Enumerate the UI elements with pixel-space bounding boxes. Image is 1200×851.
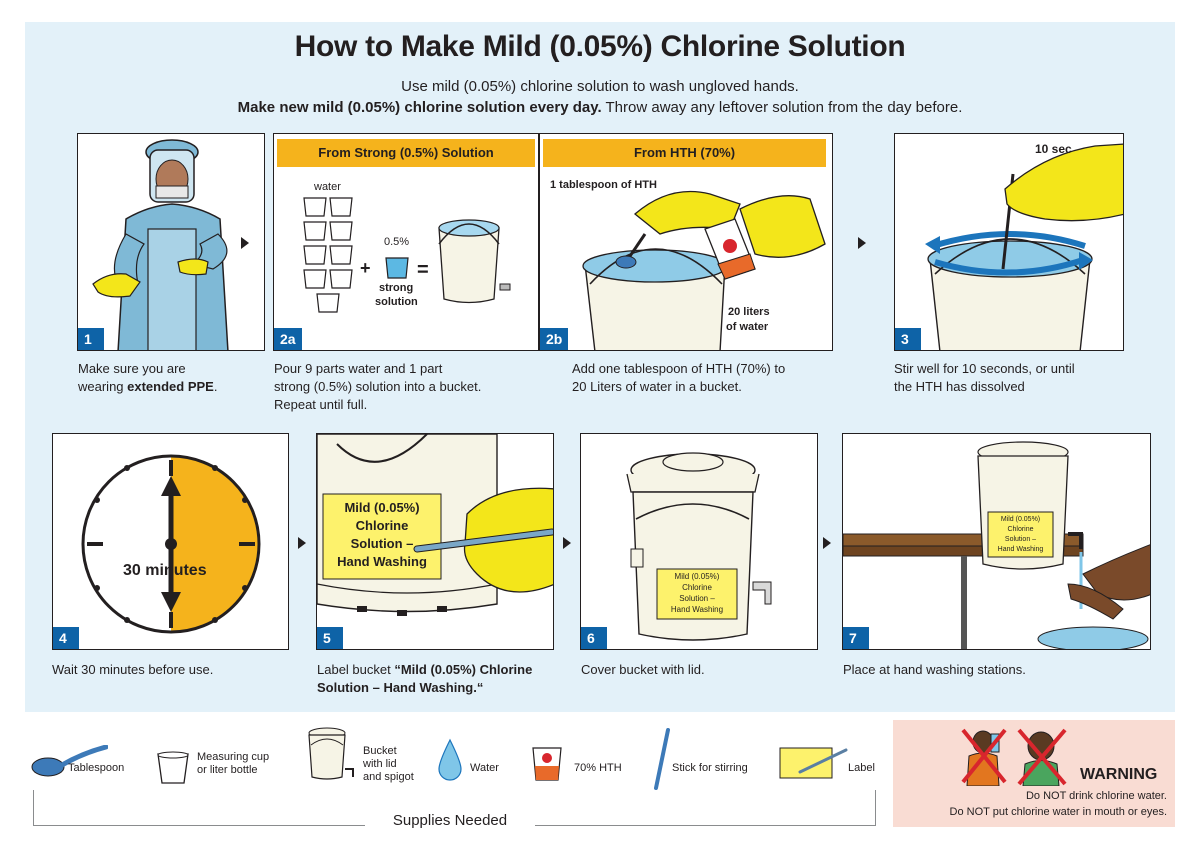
- label-line-4: Hand Washing: [670, 605, 724, 614]
- step-1-caption: Make sure you are wearing extended PPE.: [78, 361, 218, 394]
- strong-solution-label-1: strong: [379, 282, 414, 294]
- step-2a-panel: From Strong (0.5%) Solution water + = 0.…: [273, 133, 539, 351]
- band-strong-solution: From Strong (0.5%) Solution: [277, 139, 535, 167]
- water-drop-icon: [438, 738, 462, 781]
- arrow-right-icon: [563, 537, 571, 549]
- arrow-right-icon: [823, 537, 831, 549]
- svg-text:+: +: [360, 258, 371, 278]
- step-number: 1: [78, 328, 104, 350]
- strong-solution-label-2: solution: [375, 296, 418, 308]
- hand-washing-station-icon: [843, 441, 1150, 649]
- label-supply-label: Label: [848, 762, 875, 774]
- warning-line-1: Do NOT drink chlorine water.: [1025, 790, 1167, 802]
- warning-title: WARNING: [1080, 766, 1158, 783]
- tablespoon-hth-label: 1 tablespoon of HTH: [550, 179, 657, 191]
- step-1-panel: 1: [77, 133, 265, 351]
- label-line-4: Hand Washing: [997, 546, 1044, 553]
- label-line-1: Mild (0.05%): [344, 500, 420, 515]
- covered-bucket-icon: [626, 452, 772, 641]
- step-number: 5: [317, 627, 343, 649]
- svg-text:=: =: [417, 259, 429, 281]
- supplies-title: Supplies Needed: [365, 812, 535, 829]
- water-label: water: [314, 181, 341, 193]
- label-line-2: Chlorine: [682, 583, 712, 592]
- step-6-caption: Cover bucket with lid.: [581, 662, 705, 677]
- warning-box: WARNING Do NOT drink chlorine water. Do …: [893, 720, 1175, 827]
- band-hth: From HTH (70%): [543, 139, 826, 167]
- step-7-panel: Mild (0.05%) Chlorine Solution – Hand Wa…: [842, 433, 1151, 650]
- step-number: 7: [843, 627, 869, 649]
- step-number: 2b: [540, 328, 569, 350]
- step-6-panel: Mild (0.05%) Chlorine Solution – Hand Wa…: [580, 433, 818, 650]
- step-number: 6: [581, 627, 607, 649]
- adding-hth-icon: [582, 190, 826, 350]
- step-number: 4: [53, 627, 79, 649]
- arrow-right-icon: [858, 237, 866, 249]
- page-title: How to Make Mild (0.05%) Chlorine Soluti…: [294, 30, 906, 63]
- daily-rule: Make new mild (0.05%) chlorine solution …: [0, 99, 1200, 116]
- step-3-caption: Stir well for 10 seconds, or until the H…: [894, 361, 1075, 394]
- step-number: 2a: [274, 328, 302, 350]
- stir-stick-label: Stick for stirring: [672, 762, 748, 774]
- arrow-right-icon: [241, 237, 249, 249]
- measuring-cup-icon: [157, 751, 189, 784]
- step-5-panel: Mild (0.05%) Chlorine Solution – Hand Wa…: [316, 433, 554, 650]
- step-7-caption: Place at hand washing stations.: [843, 662, 1026, 677]
- labeling-bucket-icon: [317, 434, 553, 616]
- step-2b-caption: Add one tablespoon of HTH (70%) to 20 Li…: [572, 361, 786, 394]
- hth-container-icon: [532, 747, 562, 781]
- thirty-minutes-label: 30 minutes: [123, 562, 207, 579]
- label-line-3: Solution –: [679, 594, 715, 603]
- label-line-3: Solution –: [1004, 536, 1037, 543]
- hth-label: 70% HTH: [574, 762, 622, 774]
- step-2a-caption: Pour 9 parts water and 1 part strong (0.…: [274, 361, 482, 412]
- arrow-right-icon: [298, 537, 306, 549]
- stirring-icon: [925, 143, 1123, 350]
- daily-rule-rest: Throw away any leftover solution from th…: [601, 99, 963, 116]
- stir-stick-icon: [654, 728, 670, 790]
- label-line-1: Mild (0.05%): [674, 572, 720, 581]
- twenty-liters-label: 20 liters: [728, 306, 770, 318]
- bucket-icon: [308, 727, 354, 780]
- water-label: Water: [470, 762, 499, 774]
- label-line-2: Chlorine: [355, 518, 409, 533]
- subtitle: Use mild (0.05%) chlorine solution to wa…: [401, 78, 799, 95]
- step-4-caption: Wait 30 minutes before use.: [52, 662, 214, 677]
- mixing-diagram-icon: + =: [303, 197, 511, 313]
- health-worker-ppe-icon: [92, 139, 229, 350]
- tablespoon-icon: [31, 745, 108, 777]
- label-line-1: Mild (0.05%): [1000, 516, 1041, 523]
- label-icon: [779, 747, 848, 779]
- no-drinking-icon: [961, 728, 1067, 786]
- clock-icon: [81, 454, 261, 634]
- warning-line-2: Do NOT put chlorine water in mouth or ey…: [949, 806, 1167, 818]
- strong-percent-label: 0.5%: [384, 236, 410, 248]
- ten-seconds-label: 10 sec: [1035, 142, 1072, 156]
- label-line-4: Hand Washing: [337, 554, 427, 569]
- step-5-caption: Label bucket “Mild (0.05%) Chlorine Solu…: [317, 662, 533, 695]
- step-4-panel: 30 minutes 4: [52, 433, 289, 650]
- label-line-2: Chlorine: [1007, 526, 1034, 533]
- tablespoon-label: Tablespoon: [68, 762, 125, 774]
- of-water-label: of water: [726, 321, 769, 333]
- step-2b-panel: From HTH (70%) 1 tablespoon of HTH 20 li…: [539, 133, 833, 351]
- step-3-panel: 10 sec 3: [894, 133, 1124, 351]
- step-number: 3: [895, 328, 921, 350]
- daily-rule-bold: Make new mild (0.05%) chlorine solution …: [237, 99, 602, 116]
- label-line-3: Solution –: [350, 536, 414, 551]
